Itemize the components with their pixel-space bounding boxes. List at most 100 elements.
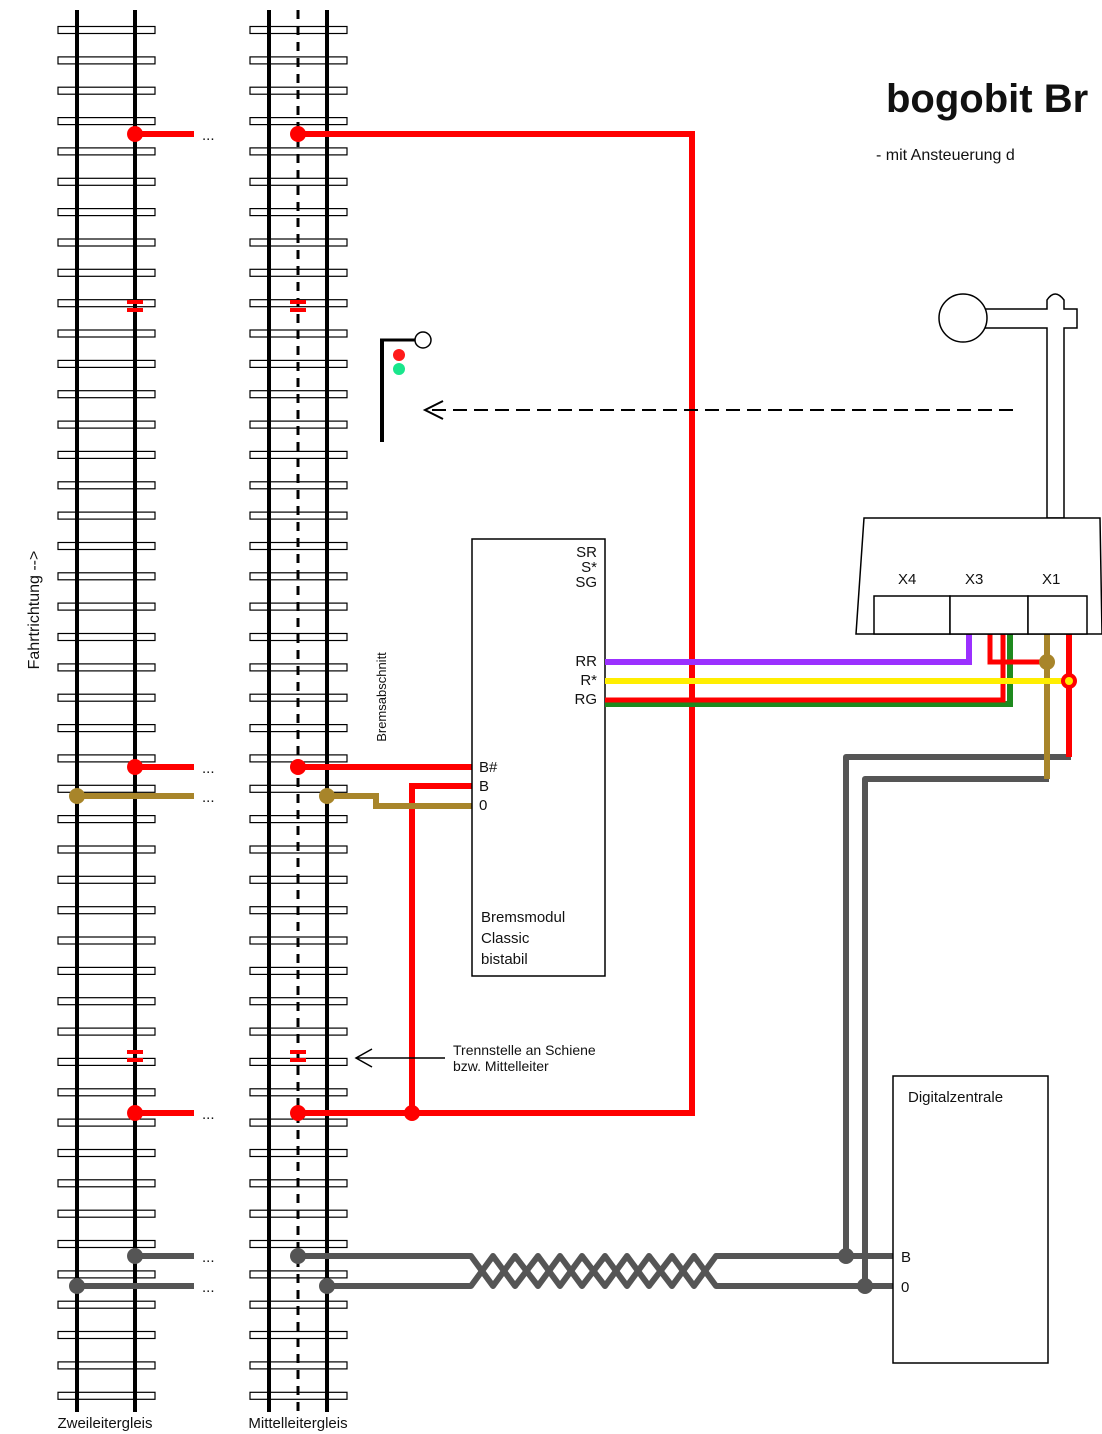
track-sleeper [57,906,156,915]
terminal-sr: SR [576,544,597,561]
module-name-line3: bistabil [481,951,528,968]
module-name-line2: Classic [481,930,530,947]
track-sleeper [57,875,156,884]
track-sleeper [57,511,156,520]
track-sleeper [57,359,156,368]
ellipsis: ... [202,760,215,777]
track-sleeper [57,1118,156,1127]
track-sleeper [57,86,156,95]
terminal-sg: SG [575,574,597,591]
track-sleeper [57,56,156,65]
track-sleeper [57,1027,156,1036]
track-sleeper [57,147,156,156]
separation-marks [127,300,306,1062]
gray-junction-dot [838,1248,854,1264]
track-sleeper [57,238,156,247]
red-main-loop-wire [298,131,695,1116]
page-subtitle: - mit Ansteuerung d [876,147,1015,164]
connector-x4 [873,595,951,635]
track-sleeper [57,845,156,854]
track-sleeper [57,116,156,126]
track-sleeper [249,177,348,186]
track-sleeper [57,1239,156,1249]
separation-mark [127,308,143,312]
separation-mark [127,1050,143,1054]
central-terminal-zero: 0 [901,1279,909,1296]
connector-x1 [1027,595,1088,635]
track-sleeper [57,208,156,217]
central-unit-name: Digitalzentrale [908,1089,1003,1106]
green-rg-wire [605,613,1013,707]
track-sleeper [57,602,156,611]
track-sleeper [57,997,156,1006]
brown-junction-dot [69,788,85,804]
separation-note-line2: bzw. Mittelleiter [453,1058,549,1074]
two-rail-feed-stubs: ... ... ... ... ... ... [69,126,215,1296]
signal-reference-arrow [422,400,1020,420]
track-sleeper [249,1330,348,1340]
terminal-b-hash: B# [479,759,498,776]
red-junction-dot [290,759,306,775]
track-sleeper [57,754,156,763]
red-junction-dot [290,126,306,142]
terminal-rg: RG [575,691,598,708]
gray-twisted-wire-b [298,1253,893,1289]
brake-module: SR S* SG RR R* RG B# B 0 Bremsmodul Clas… [471,538,606,977]
separation-arrow-head [354,1048,373,1068]
separation-mark [290,300,306,304]
terminal-b: B [479,778,489,795]
gray-junction-dot [69,1278,85,1294]
separation-note-line1: Trennstelle an Schiene [453,1042,596,1058]
track-sleeper [57,1270,156,1279]
track-sleeper [57,1391,156,1400]
brown-junction-dot [1039,654,1055,670]
gray-junction-dot [127,1248,143,1264]
red-junction-dot [127,126,143,142]
brown-junction-dot [319,788,335,804]
track-sleeper [57,1057,156,1067]
track-sleeper [57,966,156,976]
separation-mark [290,308,306,312]
connector-label-x4: X4 [898,571,916,588]
track-sleeper [57,329,156,338]
red-wiring [298,131,695,1116]
track-sleeper [57,25,156,35]
track-sleeper [249,450,348,459]
ellipsis: ... [202,789,215,806]
semaphore-arm-disc [938,293,988,343]
semaphore-mast [974,293,1078,519]
signal-green-light [393,363,405,375]
trackside-signal [380,331,432,442]
track-sleeper [57,1361,156,1370]
track-sleeper [249,147,348,156]
red-junction-dot [290,1105,306,1121]
yellow-junction-dot [1065,677,1073,685]
gray-twisted-wire-0 [327,1253,893,1289]
center-rail-track [267,10,329,1412]
track-sleeper [57,572,156,581]
connector-label-x1: X1 [1042,571,1060,588]
track-sleeper [57,1300,156,1309]
gray-junction-dot [290,1248,306,1264]
two-rail-track [75,10,137,1412]
brown-zero-wire [327,793,472,809]
track-sleeper [57,1179,156,1188]
ellipsis: ... [202,127,215,144]
terminal-r-star: R* [580,672,597,689]
terminal-rr: RR [575,653,597,670]
track-sleeper [57,784,156,793]
red-junction-dot [127,759,143,775]
dashed-arrow-head [422,400,444,420]
track-sleeper [57,420,156,429]
two-rail-track-sleepers [57,25,156,1400]
gray-junction-dot [857,1278,873,1294]
track-sleeper [57,632,156,642]
track-sleeper [57,663,156,672]
separation-note: Trennstelle an Schiene bzw. Mittelleiter [354,1042,596,1074]
center-rail-track-caption: Mittelleitergleis [248,1415,347,1432]
signal-red-light [393,349,405,361]
red-b-wire [409,783,472,1113]
track-sleeper [57,936,156,945]
central-terminal-b: B [901,1249,911,1266]
